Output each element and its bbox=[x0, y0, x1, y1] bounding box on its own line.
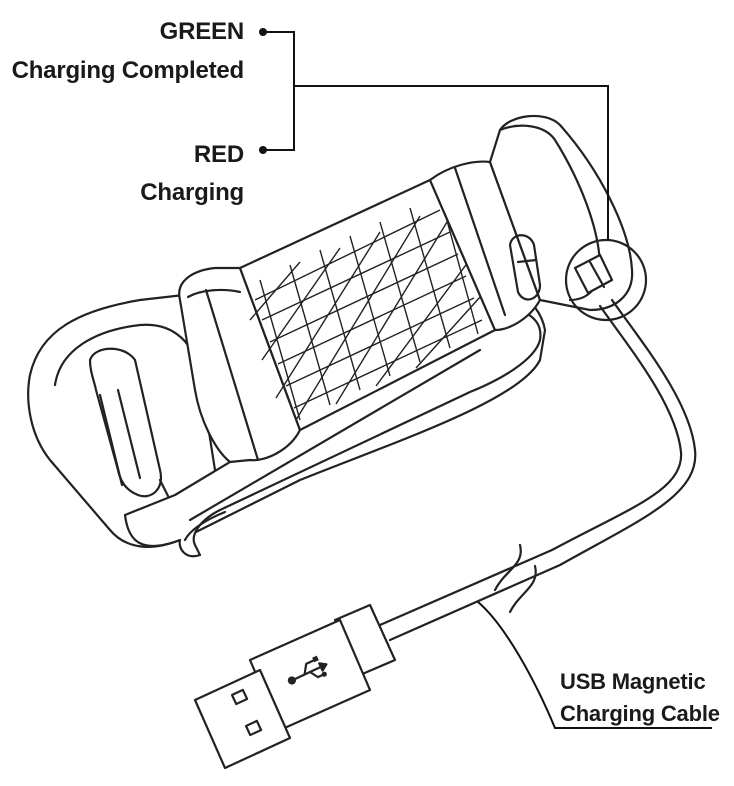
red-status-description: Charging bbox=[140, 179, 244, 206]
leader-to-port bbox=[294, 85, 609, 240]
usb-cable-label-line1: USB Magnetic bbox=[560, 669, 706, 694]
usb-plug bbox=[193, 603, 397, 770]
red-status-title: RED bbox=[193, 141, 244, 168]
flashlight bbox=[178, 114, 634, 464]
leader-red bbox=[259, 146, 267, 154]
charge-port-callout bbox=[564, 238, 648, 322]
leader-usb-cable bbox=[477, 601, 712, 729]
usb-cable bbox=[378, 298, 697, 642]
usb-cable-label-line2: Charging Cable bbox=[560, 701, 720, 726]
usb-trident-icon bbox=[287, 655, 328, 685]
green-status-title: GREEN bbox=[159, 18, 245, 45]
green-status-description: Charging Completed bbox=[11, 57, 245, 84]
leader-green bbox=[259, 28, 295, 151]
